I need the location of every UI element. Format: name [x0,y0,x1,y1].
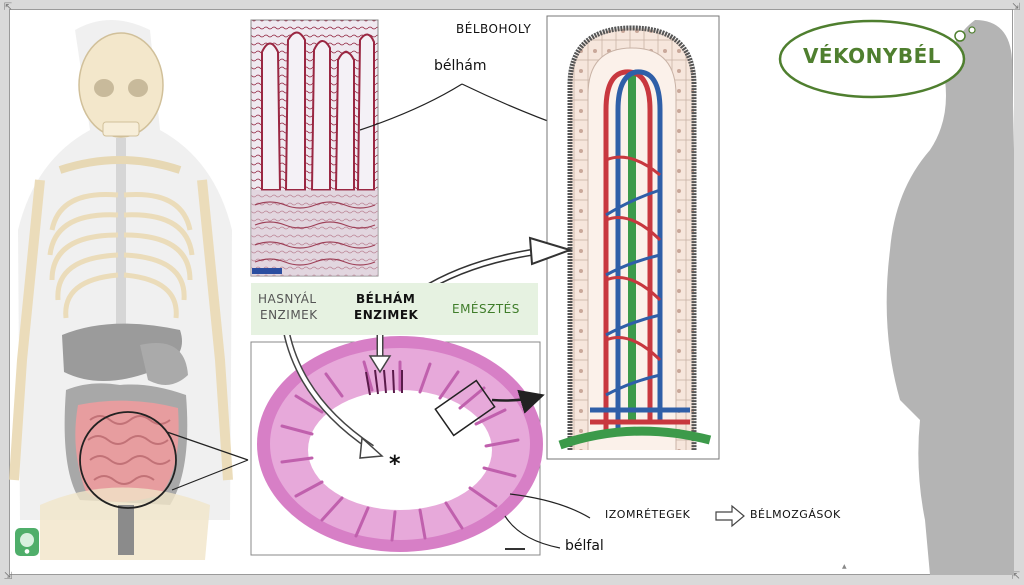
izomretegek-label: IZOMRÉTEGEK [605,508,691,521]
villus-diagram [546,15,720,460]
corner-icon: ⇲ [3,571,13,582]
corner-icon: ⇱ [1011,571,1021,582]
belham-enzimek-line1: BÉLHÁM [356,292,416,306]
thought-bubble-icon [954,30,966,42]
belham-enzimek-line2: ENZIMEK [354,308,419,322]
lumen-marker: * [389,452,401,477]
intestine-cross-section [250,336,543,556]
svg-text:▲: ▲ [842,563,847,570]
belboholy-label: BÉLBOHOLY [456,22,532,36]
hasnyal-enzimek-line2: ENZIMEK [260,308,318,322]
emesztes-label: EMÉSZTÉS [452,302,520,316]
title-badge [778,19,976,99]
belmozgasok-label: BÉLMOZGÁSOK [750,508,841,521]
logo-icon: ● [15,528,39,556]
belham-label: bélhám [434,58,487,74]
belfal-label: bélfal [565,538,604,554]
magnifier-circle [79,411,177,509]
page-title: VÉKONYBÉL [802,44,942,68]
svg-text:●: ● [24,548,29,555]
enzyme-panel [251,283,538,335]
skeleton-illustration [9,20,233,560]
villi-micrograph [250,19,379,277]
hollow-arrow-icon [715,504,745,528]
corner-icon: ⇲ [1011,2,1021,13]
hasnyal-enzimek-line1: HASNYÁL [258,292,317,306]
human-silhouette [886,20,1014,575]
corner-icon: ⇱ [3,2,13,13]
